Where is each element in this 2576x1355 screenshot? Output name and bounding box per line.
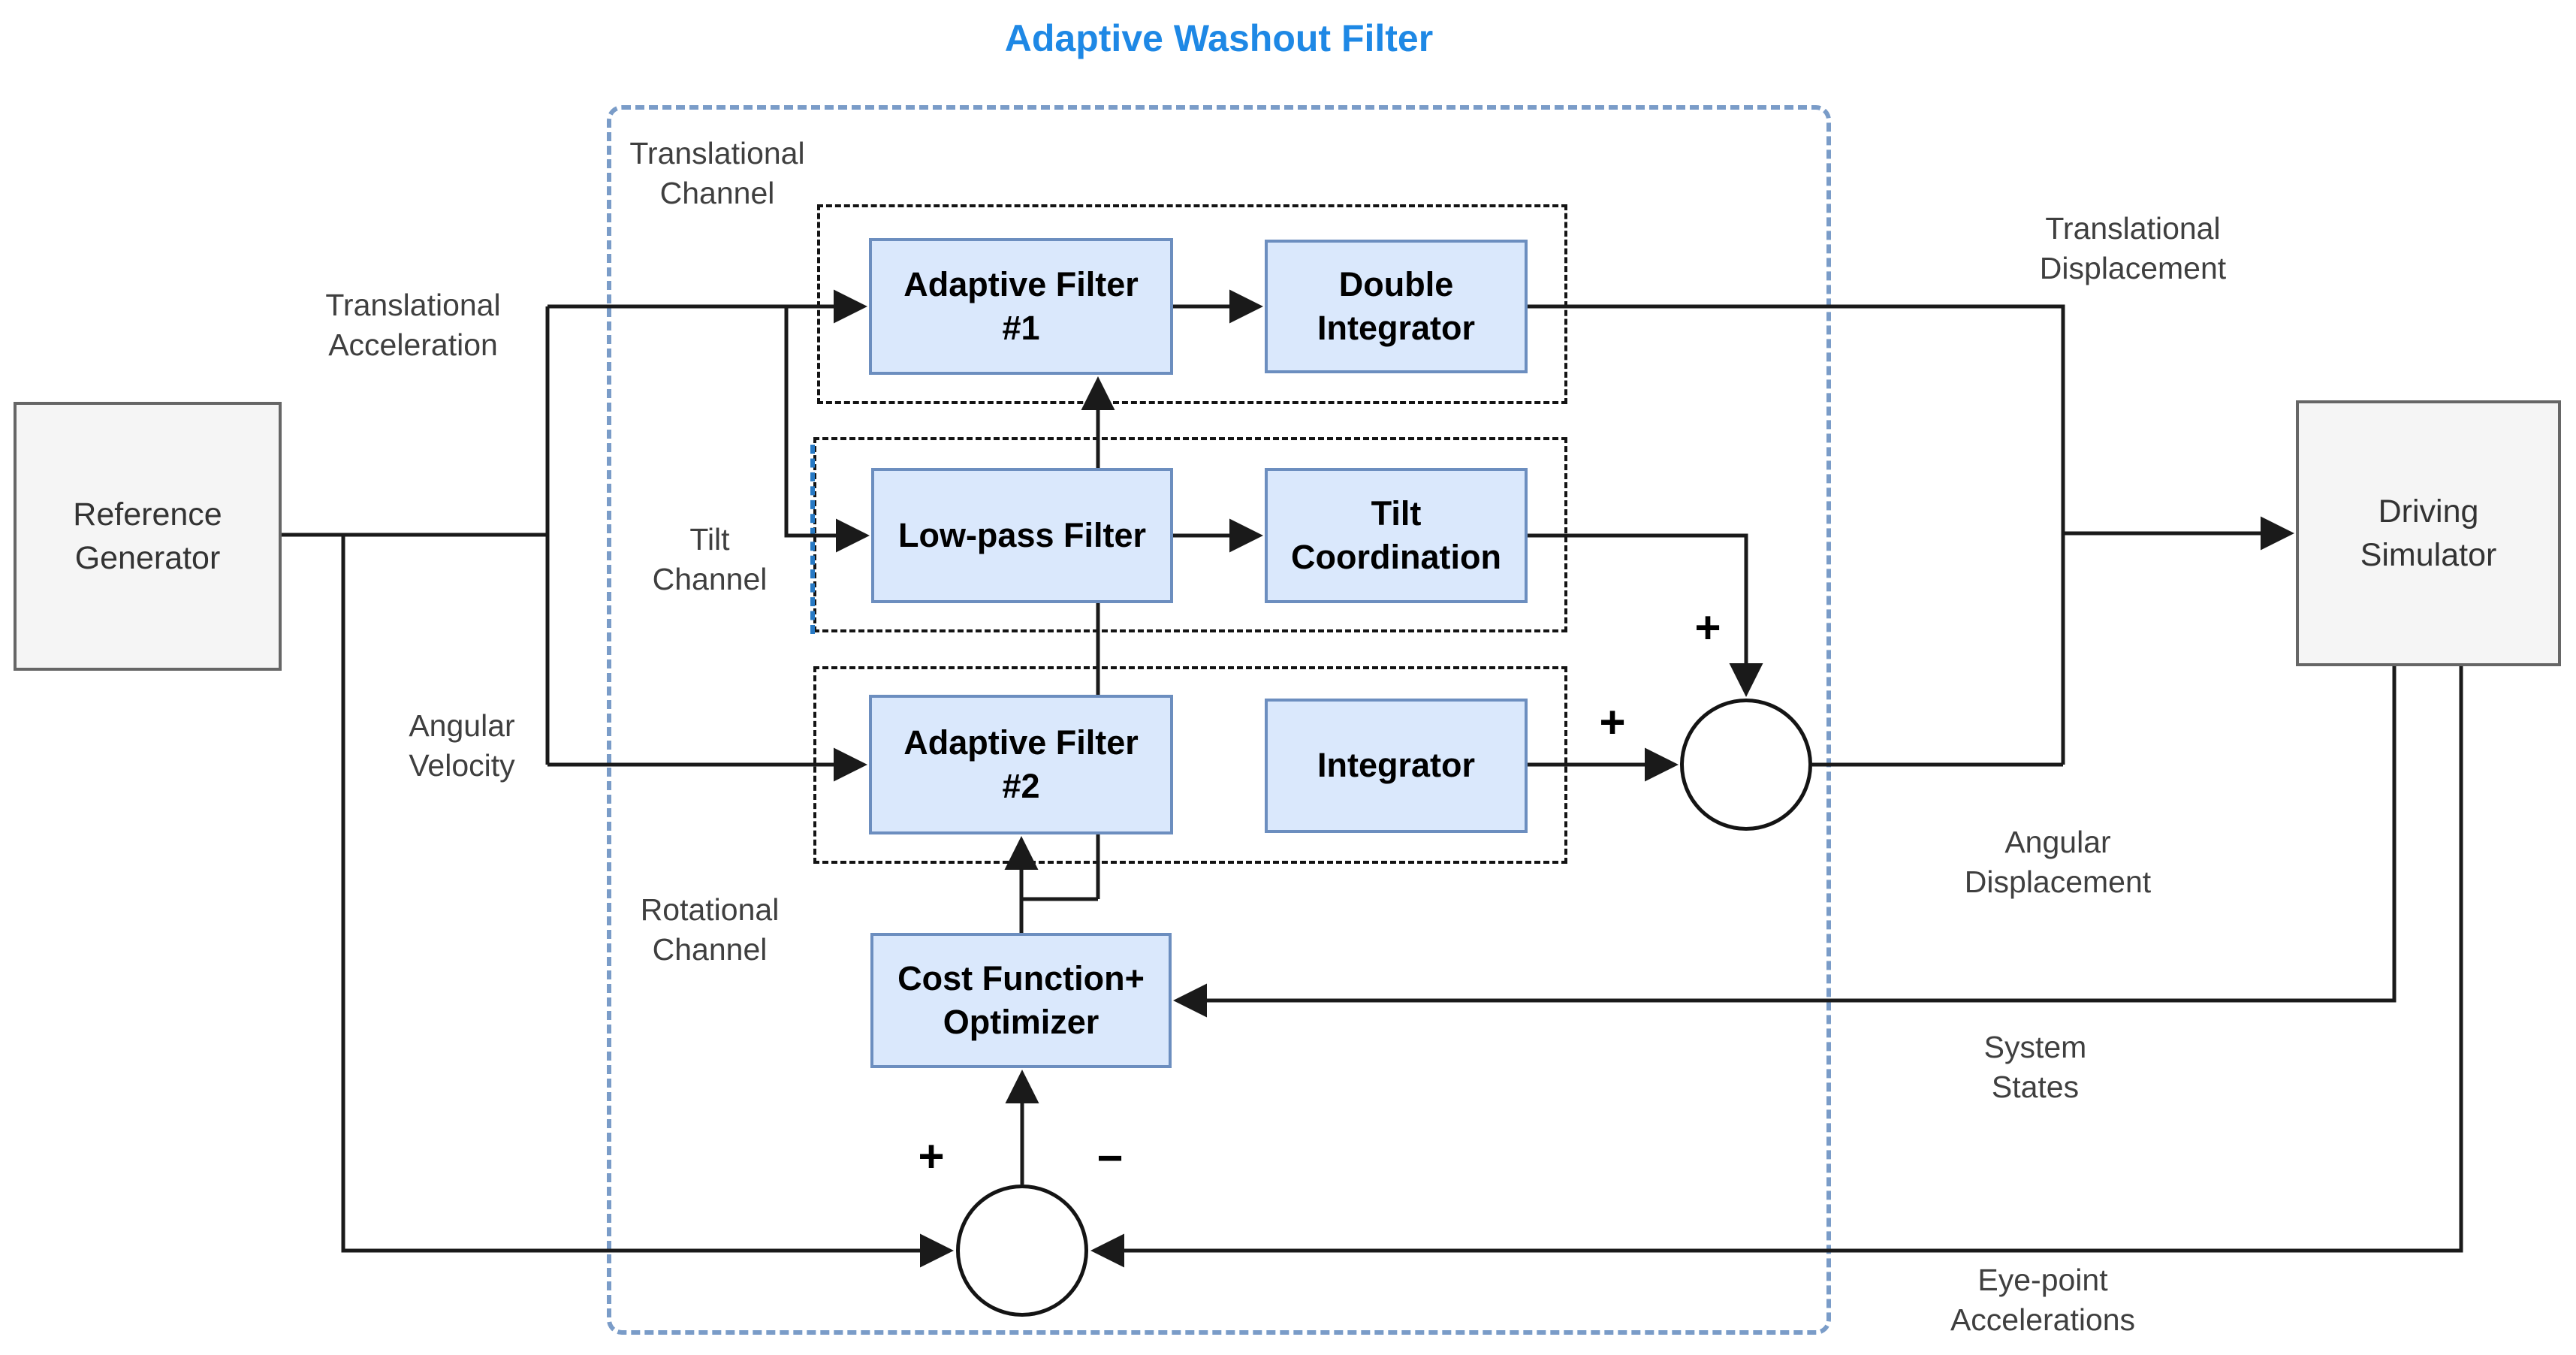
block-integrator: Integrator (1265, 699, 1528, 833)
sign-plus-tilt-input: + (1694, 602, 1721, 653)
wire-reference-to-bottom-sum (341, 535, 954, 1268)
sign-plus-integrator-input: + (1599, 697, 1626, 747)
block-driving-simulator: Driving Simulator (2296, 400, 2561, 666)
tilt-channel-blue-edge (810, 445, 815, 634)
label-eyepoint-accelerations: Eye-point Accelerations (1950, 1263, 2136, 1338)
sign-minus-eyepoint-input: − (1096, 1133, 1124, 1183)
translational-channel-box (817, 204, 1567, 404)
wire-tilt-input (784, 306, 870, 553)
block-cost-function-optimizer: Cost Function+ Optimizer (870, 933, 1172, 1068)
label-angular-velocity: Angular Velocity (409, 708, 515, 783)
wire-system-states-feedback (1173, 666, 2397, 1018)
block-tilt-coordination: Tilt Coordination (1265, 468, 1528, 603)
block-adaptive-filter-2: Adaptive Filter #2 (869, 695, 1173, 834)
label-translational-channel: Translational Channel (629, 136, 805, 211)
wire-tilt-to-right-sum (1528, 533, 1763, 697)
sum-junction-displacement (1680, 699, 1812, 831)
wire-eyepoint-feedback (1090, 666, 2463, 1268)
diagram-title: Adaptive Washout Filter (1004, 17, 1434, 59)
label-tilt-channel: Tilt Channel (652, 522, 768, 597)
block-double-integrator: Double Integrator (1265, 240, 1528, 373)
block-adaptive-filter-1: Adaptive Filter #1 (869, 238, 1173, 375)
sum-junction-error (956, 1184, 1088, 1317)
label-rotational-channel: Rotational Channel (640, 892, 780, 967)
block-low-pass-filter: Low-pass Filter (871, 468, 1173, 603)
label-angular-displacement: Angular Displacement (1964, 825, 2152, 900)
label-translational-acceleration: Translational Acceleration (325, 288, 501, 363)
block-reference-generator: Reference Generator (14, 402, 282, 671)
wire-translational-displacement-bus (1528, 304, 2065, 765)
label-translational-displacement: Translational Displacement (2039, 211, 2227, 286)
label-system-states: System States (1983, 1030, 2087, 1105)
sign-plus-reference-input: + (918, 1131, 945, 1181)
adaptive-washout-filter-container (607, 105, 1831, 1335)
